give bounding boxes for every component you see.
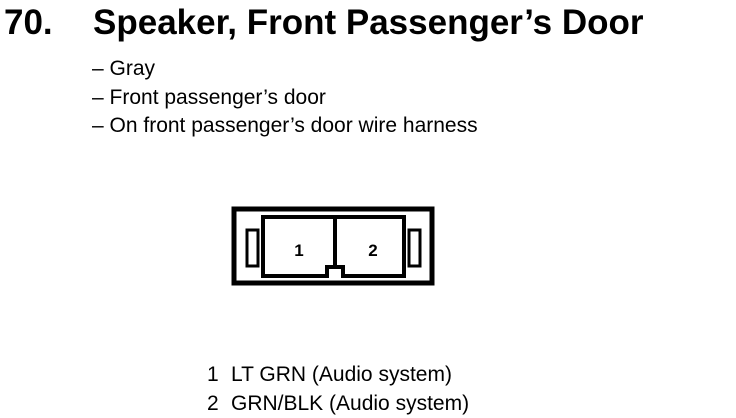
connector-diagram: 1 2 (231, 206, 435, 286)
detail-color: – Gray (92, 57, 156, 80)
section-title: Speaker, Front Passenger’s Door (93, 3, 644, 42)
connector-pin-label-1: 1 (294, 241, 303, 260)
pin-row: 2 GRN/BLK (Audio system) (207, 389, 469, 418)
detail-harness: – On front passenger’s door wire harness (92, 114, 478, 137)
connector-pin-label-2: 2 (368, 241, 377, 260)
pin-wire: LT GRN (Audio system) (231, 363, 452, 386)
connector-outer-housing (231, 206, 435, 286)
pin-row: 1 LT GRN (Audio system) (207, 360, 469, 389)
detail-list: – Gray – Front passenger’s door – On fro… (92, 55, 478, 141)
section-number: 70. (4, 3, 53, 42)
connector-inner-cavity (261, 215, 406, 278)
pin-number: 1 (207, 363, 219, 386)
connector-left-latch (245, 228, 260, 268)
pin-number: 2 (207, 392, 219, 415)
detail-location: – Front passenger’s door (92, 85, 326, 109)
connector-right-latch (407, 228, 422, 268)
pin-wire: GRN/BLK (Audio system) (231, 392, 470, 415)
pin-assignment-list: 1 LT GRN (Audio system) 2 GRN/BLK (Audio s… (207, 360, 469, 418)
